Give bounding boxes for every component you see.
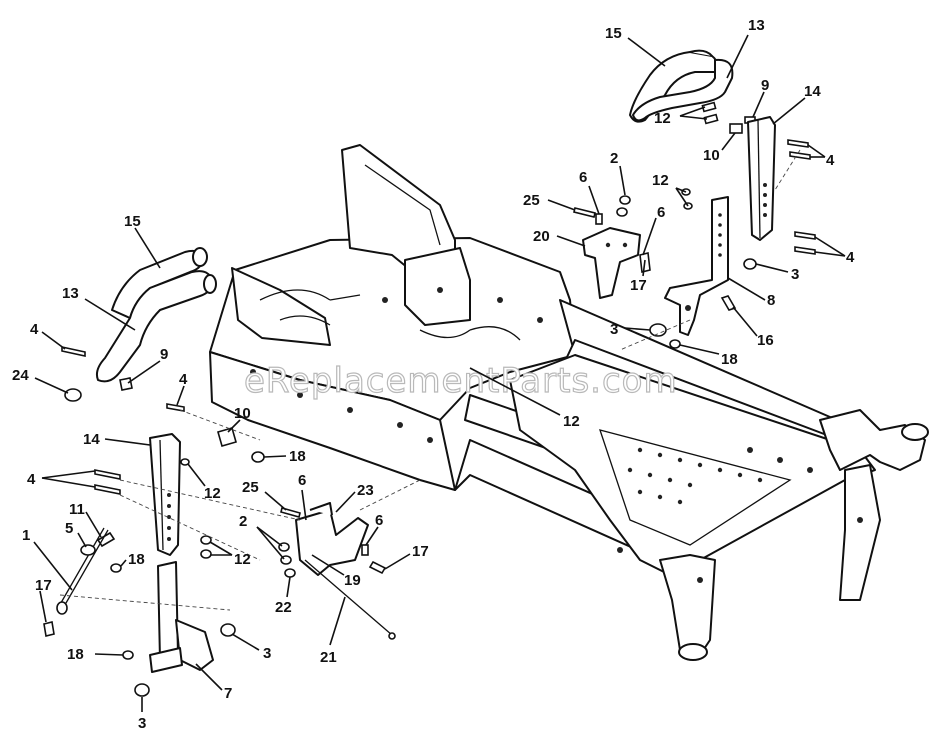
callout-21: 21 (320, 649, 337, 666)
callout-19: 19 (344, 572, 361, 589)
callout-24: 24 (12, 367, 29, 384)
callout-18: 18 (721, 351, 738, 368)
callout-4-e: 4 (27, 471, 36, 488)
callout-3-b: 3 (610, 321, 618, 338)
callout-1: 1 (22, 527, 30, 544)
callout-22: 22 (275, 599, 292, 616)
callout-8: 8 (767, 292, 775, 309)
watermark: eReplacementParts.com (244, 361, 678, 401)
center-bracket-assembly (278, 502, 396, 640)
callout-18-c: 18 (128, 551, 145, 568)
callout-12-b: 12 (652, 172, 669, 189)
callout-12: 12 (654, 110, 671, 127)
callout-14-b: 14 (83, 431, 100, 448)
callout-2-b: 2 (239, 513, 247, 530)
callout-15: 15 (605, 25, 622, 42)
callout-12-d: 12 (204, 485, 221, 502)
callout-16: 16 (757, 332, 774, 349)
callout-25-b: 25 (242, 479, 259, 496)
top-right-handle-assembly (573, 49, 816, 349)
callout-4-c: 4 (30, 321, 39, 338)
callout-20: 20 (533, 228, 550, 245)
callouts: 15 13 9 14 12 10 4 2 6 25 12 6 20 4 3 17 (12, 17, 855, 732)
callout-6-c: 6 (298, 472, 306, 489)
callout-18-d: 18 (67, 646, 84, 663)
callout-9-b: 9 (160, 346, 168, 363)
callout-3-d: 3 (138, 715, 146, 732)
callout-3-c: 3 (263, 645, 271, 662)
callout-9: 9 (761, 77, 769, 94)
callout-6-b: 6 (657, 204, 665, 221)
callout-4-b: 4 (846, 249, 855, 266)
callout-17-c: 17 (412, 543, 429, 560)
callout-11: 11 (69, 501, 85, 518)
assembly-lines (59, 149, 801, 611)
left-handle-assembly (43, 247, 265, 697)
callout-23: 23 (357, 482, 374, 499)
callout-10: 10 (703, 147, 720, 164)
callout-12-c: 12 (563, 413, 580, 430)
callout-15-b: 15 (124, 213, 141, 230)
callout-12-e: 12 (234, 551, 251, 568)
callout-13-b: 13 (62, 285, 79, 302)
callout-6: 6 (579, 169, 587, 186)
callout-5: 5 (65, 520, 73, 537)
callout-18-b: 18 (289, 448, 306, 465)
callout-13: 13 (748, 17, 765, 34)
main-frame (209, 144, 929, 661)
callout-7: 7 (224, 685, 232, 702)
callout-14: 14 (804, 83, 821, 100)
callout-10-b: 10 (234, 405, 251, 422)
callout-4-d: 4 (179, 371, 188, 388)
callout-3: 3 (791, 266, 799, 283)
callout-17-b: 17 (35, 577, 52, 594)
callout-4: 4 (826, 152, 835, 169)
callout-17: 17 (630, 277, 647, 294)
callout-2: 2 (610, 150, 618, 167)
callout-6-d: 6 (375, 512, 383, 529)
callout-25: 25 (523, 192, 540, 209)
